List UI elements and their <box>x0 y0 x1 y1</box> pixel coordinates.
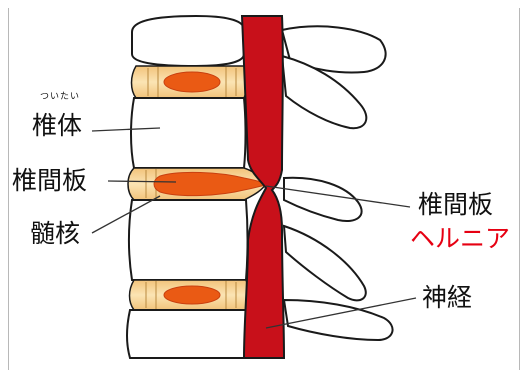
vertebral-body-middle <box>131 98 246 168</box>
posterior-arch-middle <box>284 178 366 301</box>
intervertebral-disc-herniated <box>128 168 268 200</box>
vertebral-body-top <box>132 16 244 66</box>
nucleus-top <box>164 72 220 92</box>
herniation-label-line1: 椎間板 <box>418 192 493 217</box>
nerve-label: 神経 <box>422 285 472 310</box>
intervertebral-disc-bottom <box>130 280 250 310</box>
intervertebral-disc-top <box>132 66 248 98</box>
herniation-label-line2: ヘルニア <box>410 226 510 251</box>
vertebral-body-bottom <box>127 310 248 358</box>
vertebral-body-label: 椎体 <box>32 113 82 138</box>
posterior-arch-top <box>282 26 386 128</box>
vertebral-body-reading: ついたい <box>40 93 80 102</box>
nucleus-pulposus-label: 髄核 <box>30 221 80 246</box>
vertebral-body-lower <box>129 200 248 280</box>
intervertebral-disc-label: 椎間板 <box>12 168 87 193</box>
nucleus-bottom <box>164 286 220 304</box>
